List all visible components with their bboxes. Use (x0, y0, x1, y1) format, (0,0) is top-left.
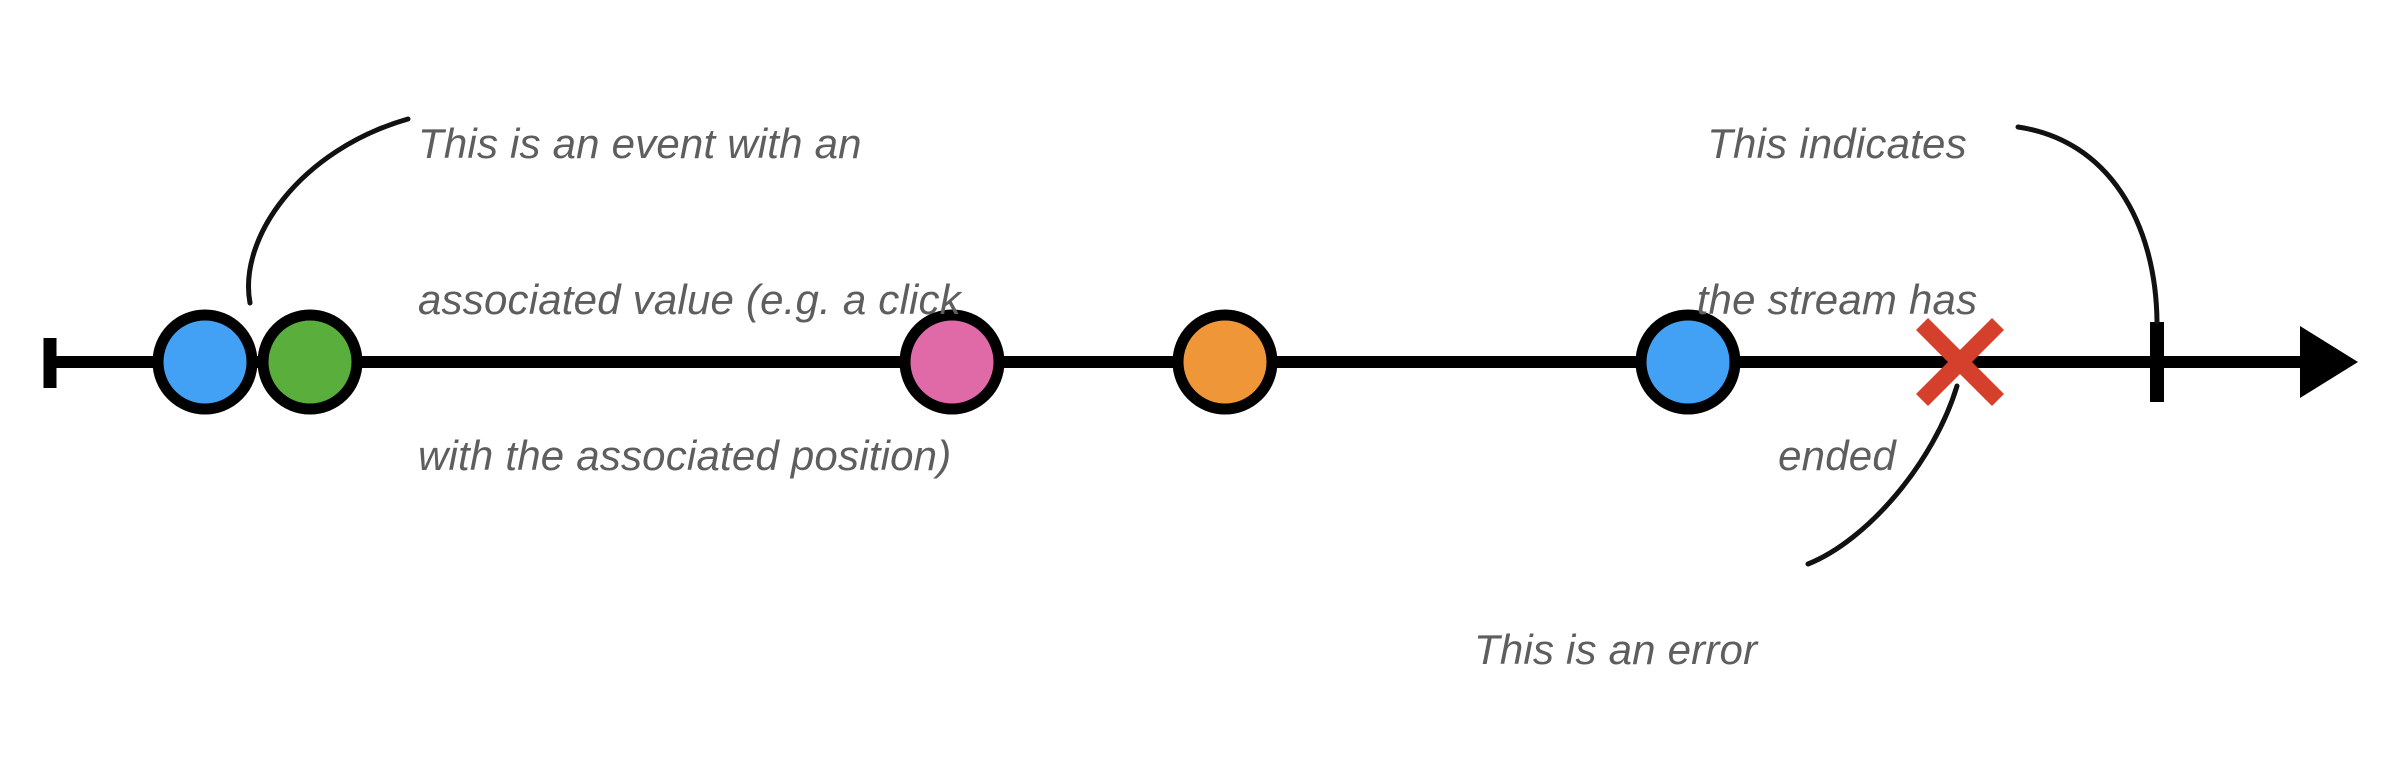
marble-event-3[interactable] (899, 309, 1005, 415)
timeline-arrow-head (2300, 326, 2358, 398)
marble-event-4[interactable] (1172, 309, 1278, 415)
leader-line-event (246, 116, 411, 306)
leader-line-error (1805, 383, 1960, 567)
annotation-event-text: This is an event with an associated valu… (418, 14, 961, 586)
marble-diagram-svg (43, 116, 2358, 567)
marble-event-2[interactable] (257, 309, 363, 415)
annotation-event-line-3: with the associated position) (418, 432, 952, 479)
leader-lines-group (246, 116, 2160, 567)
annotation-complete-line-1: This indicates (1707, 120, 1967, 167)
annotation-complete-line-2: the stream has (1696, 276, 1978, 323)
annotation-complete-text: This indicates the stream has ended (1672, 14, 2002, 586)
annotation-complete-line-3: ended (1778, 432, 1896, 479)
error-x-stroke-b (1915, 317, 2005, 407)
marbles-group (152, 309, 1741, 415)
annotation-event-line-2: associated value (e.g. a click (418, 276, 961, 323)
leader-line-complete (2015, 124, 2160, 325)
error-x-marker[interactable] (1915, 317, 2005, 407)
marble-event-1[interactable] (152, 309, 258, 415)
annotation-error-text: This is an error (1474, 520, 1757, 780)
annotation-error-line-1: This is an error (1474, 626, 1758, 673)
annotation-event-line-1: This is an event with an (418, 120, 862, 167)
marble-event-5[interactable] (1635, 309, 1741, 415)
marble-diagram-canvas: This is an event with an associated valu… (43, 14, 2358, 673)
